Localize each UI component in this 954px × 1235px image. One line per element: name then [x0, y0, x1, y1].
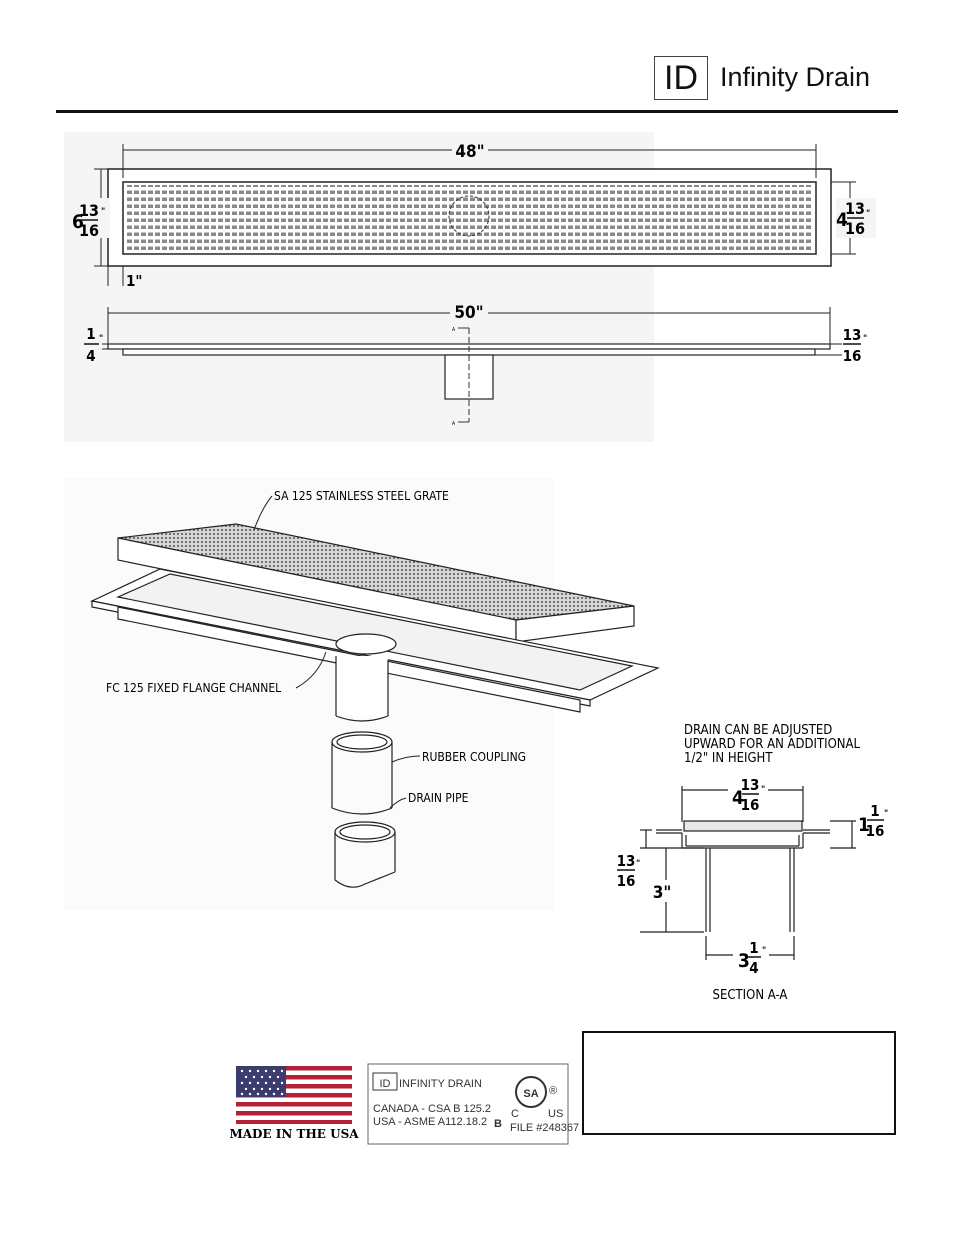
section-pipe-whole: 3: [738, 950, 750, 972]
svg-text:": ": [762, 946, 766, 956]
csa-c: C: [511, 1108, 519, 1120]
svg-text:": ": [863, 334, 867, 344]
grate-end: [515, 605, 635, 643]
svg-text:": ": [636, 859, 640, 869]
section-left-den: 16: [617, 872, 636, 890]
grate-label: SA 125 STAINLESS STEEL GRATE: [274, 489, 449, 503]
coupling-label: RUBBER COUPLING: [422, 750, 526, 764]
certification-badge: ID INFINITY DRAIN CANADA - CSA B 125.2 U…: [367, 1063, 579, 1145]
section-left-num: 13: [617, 852, 636, 870]
plan-view: 48" 6 13 16 " 4 13 16 " 1": [70, 138, 876, 290]
csa-us: US: [548, 1108, 563, 1120]
cert-letter: B: [494, 1118, 502, 1130]
section-note-line1: DRAIN CAN BE ADJUSTED: [684, 723, 832, 738]
section-top-whole: 4: [732, 787, 744, 809]
section-pipe-den: 4: [749, 959, 758, 977]
svg-text:": ": [866, 209, 870, 219]
usa-flag-icon: [236, 1066, 352, 1124]
section-drawing: [640, 786, 856, 960]
plan-grate-slots: [126, 185, 813, 251]
channel-trough: [116, 573, 634, 691]
flag-caption: MADE IN THE USA: [229, 1127, 359, 1141]
header-rule: [56, 110, 898, 113]
plan-flange-label: 1": [126, 272, 142, 290]
svg-text:": ": [99, 334, 103, 344]
section-note-line3: 1/2" IN HEIGHT: [684, 751, 773, 766]
plan-left-height-whole: 6: [72, 211, 84, 233]
side-right-num: 13: [843, 326, 862, 344]
svg-text:": ": [761, 785, 765, 795]
cert-line2: USA - ASME A112.18.2: [373, 1116, 487, 1128]
csa-file: FILE #248367: [510, 1122, 579, 1134]
section-top-num: 13: [741, 776, 760, 794]
side-right-den: 16: [843, 347, 862, 365]
plan-left-height-den: 16: [79, 221, 99, 240]
plan-right-height-whole: 4: [836, 209, 848, 231]
plan-left-height-num: 13: [79, 201, 99, 220]
drain-pipe-label: DRAIN PIPE: [408, 791, 469, 805]
section-depth-label: 3": [653, 883, 672, 903]
csa-mark-text: SA: [523, 1088, 538, 1100]
plan-right-height-num: 13: [845, 199, 865, 218]
cert-logo-mark: [372, 1072, 398, 1091]
cert-brand-name: INFINITY DRAIN: [399, 1078, 482, 1090]
brand-mark-text: ID: [664, 58, 698, 97]
plan-length-label: 48": [455, 142, 484, 162]
section-title: SECTION A-A: [713, 988, 788, 1003]
side-left-den: 4: [86, 347, 95, 365]
svg-text:": ": [101, 207, 105, 217]
exploded-view: [90, 495, 660, 888]
side-length-label: 50": [454, 303, 483, 323]
section-pipe-num: 1: [749, 939, 758, 957]
section-right-whole: 1: [858, 814, 870, 836]
plan-outlet-circle: [448, 195, 490, 237]
section-marker-bottom: A: [452, 421, 456, 427]
section-right-num: 1: [870, 802, 879, 820]
csa-mark-icon: SA ® C US: [511, 1076, 563, 1120]
channel-label: FC 125 FIXED FLANGE CHANNEL: [106, 681, 281, 695]
cert-logo-text: ID: [380, 1078, 391, 1090]
side-view: 50" A A 1 4 " 13 16 ": [84, 300, 867, 427]
svg-text:": ": [884, 809, 888, 819]
plan-right-height-den: 16: [845, 219, 865, 238]
section-top-den: 16: [741, 796, 760, 814]
notes-box: [582, 1031, 896, 1135]
side-left-num: 1: [86, 325, 95, 343]
brand-name: Infinity Drain: [720, 62, 871, 92]
section-right-den: 16: [866, 822, 885, 840]
csa-registered: ®: [549, 1085, 557, 1097]
cert-line1: CANADA - CSA B 125.2: [373, 1103, 491, 1115]
brand-logo-mark: ID: [654, 56, 708, 100]
section-note-line2: UPWARD FOR AN ADDITIONAL: [684, 737, 861, 752]
section-marker-top: A: [452, 327, 456, 333]
